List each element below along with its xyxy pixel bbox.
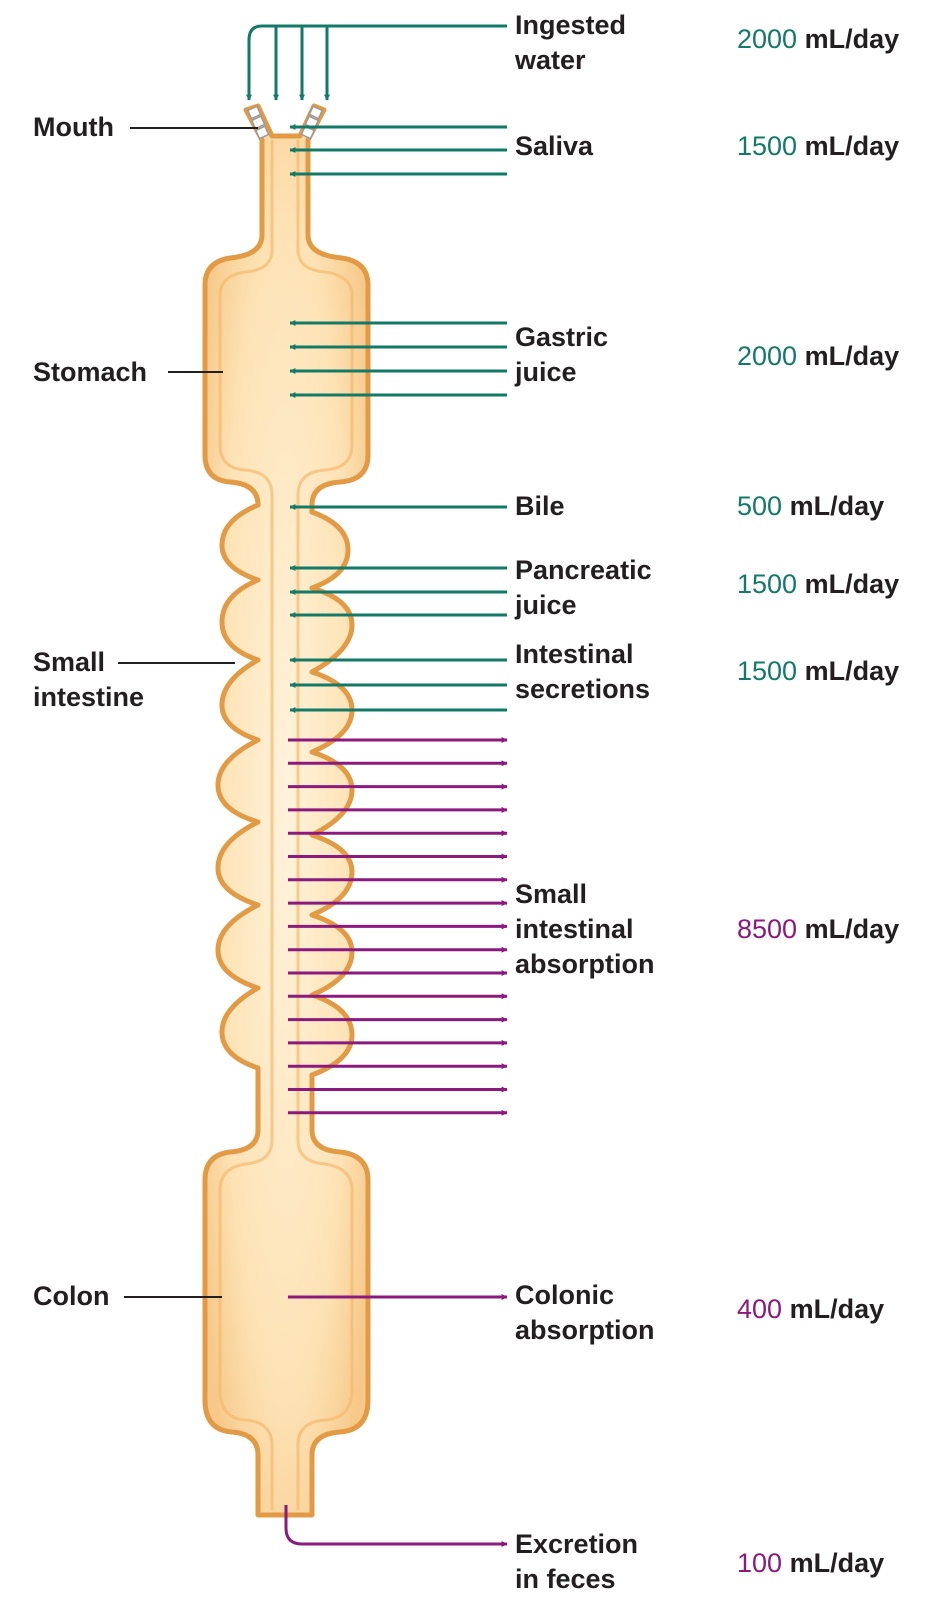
saliva-volume: 1500 mL/day bbox=[737, 129, 899, 164]
small-intestinal-absorption-volume: 8500 mL/day bbox=[737, 912, 899, 947]
colonic-absorption-line2: absorption bbox=[515, 1313, 655, 1348]
stomach-label: Stomach bbox=[33, 355, 147, 390]
small-intestinal-absorption-amount: 8500 bbox=[737, 914, 797, 944]
excretion-label: Excretion in feces bbox=[515, 1527, 638, 1597]
excretion-line1: Excretion bbox=[515, 1527, 638, 1562]
gastric-juice-volume: 2000 mL/day bbox=[737, 339, 899, 374]
small-intestine-label-line2: intestine bbox=[33, 680, 144, 715]
bile-amount: 500 bbox=[737, 491, 782, 521]
gastric-juice-line1: Gastric bbox=[515, 320, 608, 355]
gastric-juice-label: Gastric juice bbox=[515, 320, 608, 390]
ingested-water-unit: mL/day bbox=[805, 24, 900, 54]
colonic-absorption-line1: Colonic bbox=[515, 1278, 655, 1313]
colon-label: Colon bbox=[33, 1279, 109, 1314]
bile-label: Bile bbox=[515, 489, 565, 524]
ingested-water-label: Ingested water bbox=[515, 8, 626, 78]
small-intestinal-absorption-unit: mL/day bbox=[805, 914, 900, 944]
excretion-volume: 100 mL/day bbox=[737, 1546, 884, 1581]
intestinal-secretions-line1: Intestinal bbox=[515, 637, 650, 672]
excretion-arrow bbox=[286, 1505, 507, 1544]
colonic-absorption-amount: 400 bbox=[737, 1294, 782, 1324]
intestinal-secretions-volume: 1500 mL/day bbox=[737, 654, 899, 689]
saliva-label: Saliva bbox=[515, 129, 593, 164]
excretion-amount: 100 bbox=[737, 1548, 782, 1578]
ingested-water-volume: 2000 mL/day bbox=[737, 22, 899, 57]
saliva-arrows bbox=[290, 127, 507, 174]
bile-volume: 500 mL/day bbox=[737, 489, 884, 524]
gastric-juice-unit: mL/day bbox=[805, 341, 900, 371]
ingested-water-arrows bbox=[249, 26, 507, 100]
pancreatic-juice-line1: Pancreatic bbox=[515, 553, 652, 588]
pancreatic-juice-label: Pancreatic juice bbox=[515, 553, 652, 623]
gastric-juice-amount: 2000 bbox=[737, 341, 797, 371]
colonic-absorption-unit: mL/day bbox=[790, 1294, 885, 1324]
small-intestine-label-line1: Small bbox=[33, 645, 144, 680]
colonic-absorption-volume: 400 mL/day bbox=[737, 1292, 884, 1327]
excretion-unit: mL/day bbox=[790, 1548, 885, 1578]
small-intestinal-absorption-line1: Small bbox=[515, 877, 655, 912]
ingested-water-amount: 2000 bbox=[737, 24, 797, 54]
small-intestinal-absorption-line2: intestinal bbox=[515, 912, 655, 947]
intestinal-secretions-label: Intestinal secretions bbox=[515, 637, 650, 707]
small-intestinal-absorption-line3: absorption bbox=[515, 947, 655, 982]
small-intestine-label: Small intestine bbox=[33, 645, 144, 715]
excretion-line2: in feces bbox=[515, 1562, 638, 1597]
ingested-water-line1: Ingested bbox=[515, 8, 626, 43]
intestinal-secretions-unit: mL/day bbox=[805, 656, 900, 686]
small-intestinal-absorption-label: Small intestinal absorption bbox=[515, 877, 655, 982]
pancreatic-juice-line2: juice bbox=[515, 588, 652, 623]
intestinal-secretions-line2: secretions bbox=[515, 672, 650, 707]
saliva-unit: mL/day bbox=[805, 131, 900, 161]
colonic-absorption-label: Colonic absorption bbox=[515, 1278, 655, 1348]
intestinal-secretions-amount: 1500 bbox=[737, 656, 797, 686]
pancreatic-juice-amount: 1500 bbox=[737, 569, 797, 599]
ingested-water-line2: water bbox=[515, 43, 626, 78]
mouth-label: Mouth bbox=[33, 110, 114, 145]
gastric-juice-line2: juice bbox=[515, 355, 608, 390]
bile-unit: mL/day bbox=[790, 491, 885, 521]
saliva-amount: 1500 bbox=[737, 131, 797, 161]
pancreatic-juice-unit: mL/day bbox=[805, 569, 900, 599]
pancreatic-juice-volume: 1500 mL/day bbox=[737, 567, 899, 602]
